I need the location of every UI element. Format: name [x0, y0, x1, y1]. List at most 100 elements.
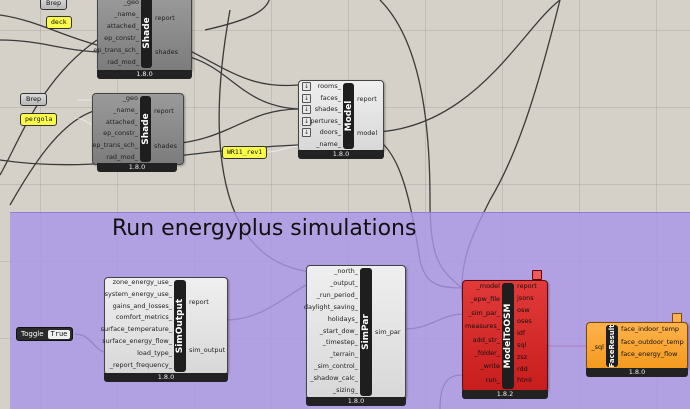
shade-core: Shade — [140, 96, 151, 162]
model-input-doors[interactable]: doors_ — [319, 128, 341, 137]
sim-output-output-report[interactable]: report — [189, 298, 209, 306]
brep-param-top[interactable]: Brep — [40, 0, 68, 10]
shade-mid-input-geo[interactable]: _geo — [122, 94, 138, 102]
flatten-icon[interactable]: ↓ — [302, 116, 311, 126]
model-to-osm-input-add-str[interactable]: add_str_ — [472, 335, 500, 344]
face-result-output-face-energy-flow[interactable]: face_energy_flow — [621, 350, 678, 358]
model-input-faces[interactable]: faces_ — [320, 93, 341, 102]
flatten-icon[interactable]: ↓ — [302, 105, 311, 115]
shade-component-top[interactable]: Shade _geo_name_attached_ep_constr_ep_tr… — [93, 0, 192, 72]
shade-top-input-ep-trans-sch[interactable]: ep_trans_sch_ — [93, 46, 139, 54]
shade-mid-version: 1.8.0 — [97, 163, 177, 172]
simpar-version: 1.8.0 — [306, 397, 406, 406]
sim-output-input-report-frequency[interactable]: _report_frequency_ — [109, 360, 172, 369]
sim-output-input-system-energy-use[interactable]: system_energy_use_ — [104, 289, 172, 298]
sim-par-input-start-dow[interactable]: _start_dow_ — [319, 326, 358, 335]
toggle-label: Toggle — [21, 330, 44, 338]
faceresult-component[interactable]: FaceResult _sql face_indoor_temp face_outd… — [586, 322, 688, 370]
shade-mid-output-report[interactable]: report — [154, 107, 174, 115]
shade-mid-input-ep-constr[interactable]: ep_constr_ — [103, 129, 138, 138]
sim-output-input-gains-and-losses[interactable]: gains_and_losses_ — [112, 301, 172, 310]
flatten-icon[interactable]: ↓ — [302, 128, 311, 138]
shade-top-input-rad-mod[interactable]: rad_mod_ — [107, 58, 139, 66]
flatten-icon[interactable]: ↓ — [302, 82, 311, 91]
model-to-osm-output-oses[interactable]: oses — [517, 317, 532, 326]
sim-output-input-zone-energy-use[interactable]: zone_energy_use_ — [112, 278, 172, 286]
flatten-icon[interactable]: ↓ — [302, 93, 311, 103]
shade-mid-input-ep-trans-sch[interactable]: ep_trans_sch_ — [92, 141, 138, 150]
sim-output-output-sim-output[interactable]: sim_output — [189, 346, 226, 354]
model-to-osm-input-measures[interactable]: measures_ — [465, 322, 500, 331]
model-input-apertures[interactable]: apertures_ — [306, 116, 341, 125]
shade-mid-input-attached[interactable]: attached_ — [105, 117, 138, 126]
shade-top-input-name[interactable]: _name_ — [114, 10, 139, 18]
shade-top-input-ep-constr[interactable]: ep_constr_ — [104, 34, 139, 42]
model-input-name[interactable]: _name_ — [316, 140, 341, 148]
panel-deck[interactable]: deck — [46, 16, 72, 29]
sim-par-input-shadow-calc[interactable]: _shadow_calc_ — [310, 374, 358, 383]
sim-par-input-north[interactable]: _north_ — [334, 267, 358, 275]
model-to-osm-output-jsons[interactable]: jsons — [517, 293, 534, 302]
model-to-osm-output-zsz[interactable]: zsz — [517, 352, 528, 361]
sim-par-input-sizing[interactable]: _sizing_ — [332, 386, 358, 394]
model-output-report[interactable]: report — [357, 95, 377, 103]
panel-wr11[interactable]: WR11_rev1 — [222, 146, 268, 159]
model-to-osm-input-sim-par[interactable]: _sim_par_ — [467, 308, 500, 317]
face-result-output-face-outdoor-temp[interactable]: face_outdoor_temp — [621, 337, 684, 346]
shade-top-output-report[interactable]: report — [155, 14, 175, 22]
face-result-output-face-indoor-temp[interactable]: face_indoor_temp — [621, 325, 680, 333]
shade-component-mid[interactable]: Shade _geo _name_ attached_ ep_constr_ ep_tr… — [92, 93, 184, 165]
shade-top-input-attached[interactable]: attached_ — [106, 22, 139, 30]
model-to-osm-input-folder[interactable]: _folder_ — [474, 349, 500, 357]
toggle-value[interactable]: True — [47, 329, 71, 339]
model-to-osm-output-sql[interactable]: sql — [517, 341, 527, 349]
sim-par-input-holidays[interactable]: holidays_ — [327, 314, 358, 323]
toggle-true[interactable]: Toggle True — [16, 327, 74, 341]
brep-param-mid[interactable]: Brep — [20, 93, 48, 106]
sim-par-input-output[interactable]: _output_ — [330, 278, 358, 287]
sim-par-input-terrain[interactable]: _terrain_ — [329, 350, 358, 359]
sim-par-output-sim-par[interactable]: sim_par — [375, 328, 401, 336]
model-to-osm-output-report[interactable]: report — [517, 282, 537, 290]
modeltoosm-core: ModelToOSM — [502, 283, 514, 389]
simoutput-core: SimOutput — [174, 280, 186, 372]
face-result-input-sql[interactable]: _sql — [591, 343, 604, 351]
sim-par-input-timestep[interactable]: _timestep_ — [322, 338, 358, 347]
shade-top-input-geo[interactable]: _geo — [123, 0, 139, 6]
shade-mid-input-name[interactable]: _name_ — [113, 105, 138, 114]
model-component[interactable]: Model rooms_↓faces_↓shades_↓apertures_↓d… — [298, 80, 384, 152]
shade-top-version: 1.8.0 — [97, 70, 192, 79]
sim-par-input-run-period[interactable]: _run_period_ — [316, 290, 358, 299]
faceresult-version: 1.8.0 — [586, 368, 688, 377]
model-to-osm-input-write[interactable]: _write — [480, 362, 500, 371]
shade-mid-output-shades[interactable]: shades — [154, 142, 178, 150]
simpar-component[interactable]: SimPar _north_ _output_ _run_period_daylig… — [303, 265, 406, 399]
faceresult-core: FaceResult — [606, 324, 618, 368]
model-input-rooms[interactable]: rooms_ — [317, 82, 341, 90]
model-to-osm-output-idf[interactable]: idf — [517, 329, 526, 338]
model-to-osm-output-rdd[interactable]: rdd — [517, 364, 528, 373]
model-to-osm-input-run[interactable]: run_ — [485, 375, 500, 384]
model-to-osm-input-epw-file[interactable]: _epw_file — [470, 295, 500, 304]
modeltoosm-component[interactable]: ModelToOSM _model _epw_file _sim_par_measu… — [462, 280, 548, 392]
sim-output-input-load-type[interactable]: load_type_ — [137, 348, 172, 357]
sim-par-input-daylight-saving[interactable]: daylight_saving_ — [303, 302, 358, 311]
sim-output-input-comfort-metrics[interactable]: comfort_metrics_ — [115, 313, 172, 322]
model-input-shades[interactable]: shades_ — [314, 105, 341, 114]
sim-output-input-surface-temperature[interactable]: surface_temperature_ — [100, 325, 172, 334]
sim-par-input-sim-control[interactable]: _sim_control_ — [314, 362, 358, 371]
model-output-model[interactable]: model — [357, 129, 378, 137]
sim-output-input-surface-energy-flow[interactable]: surface_energy_flow_ — [102, 337, 172, 345]
model-to-osm-output-osw[interactable]: osw — [517, 305, 530, 314]
shade-top-output-shades[interactable]: shades — [155, 48, 179, 56]
model-to-osm-input-model[interactable]: _model — [476, 282, 501, 290]
model-to-osm-output-html[interactable]: html — [517, 376, 532, 385]
model-core: Model — [343, 83, 354, 149]
modeltoosm-badge-icon[interactable] — [532, 270, 542, 280]
model-version: 1.8.0 — [298, 150, 384, 159]
panel-pergola[interactable]: pergola — [20, 113, 58, 126]
simoutput-component[interactable]: SimOutput zone_energy_use_ system_energy_… — [100, 277, 228, 375]
shade-mid-input-rad-mod[interactable]: rad_mod_ — [106, 153, 138, 161]
simpar-core: SimPar — [360, 268, 372, 396]
